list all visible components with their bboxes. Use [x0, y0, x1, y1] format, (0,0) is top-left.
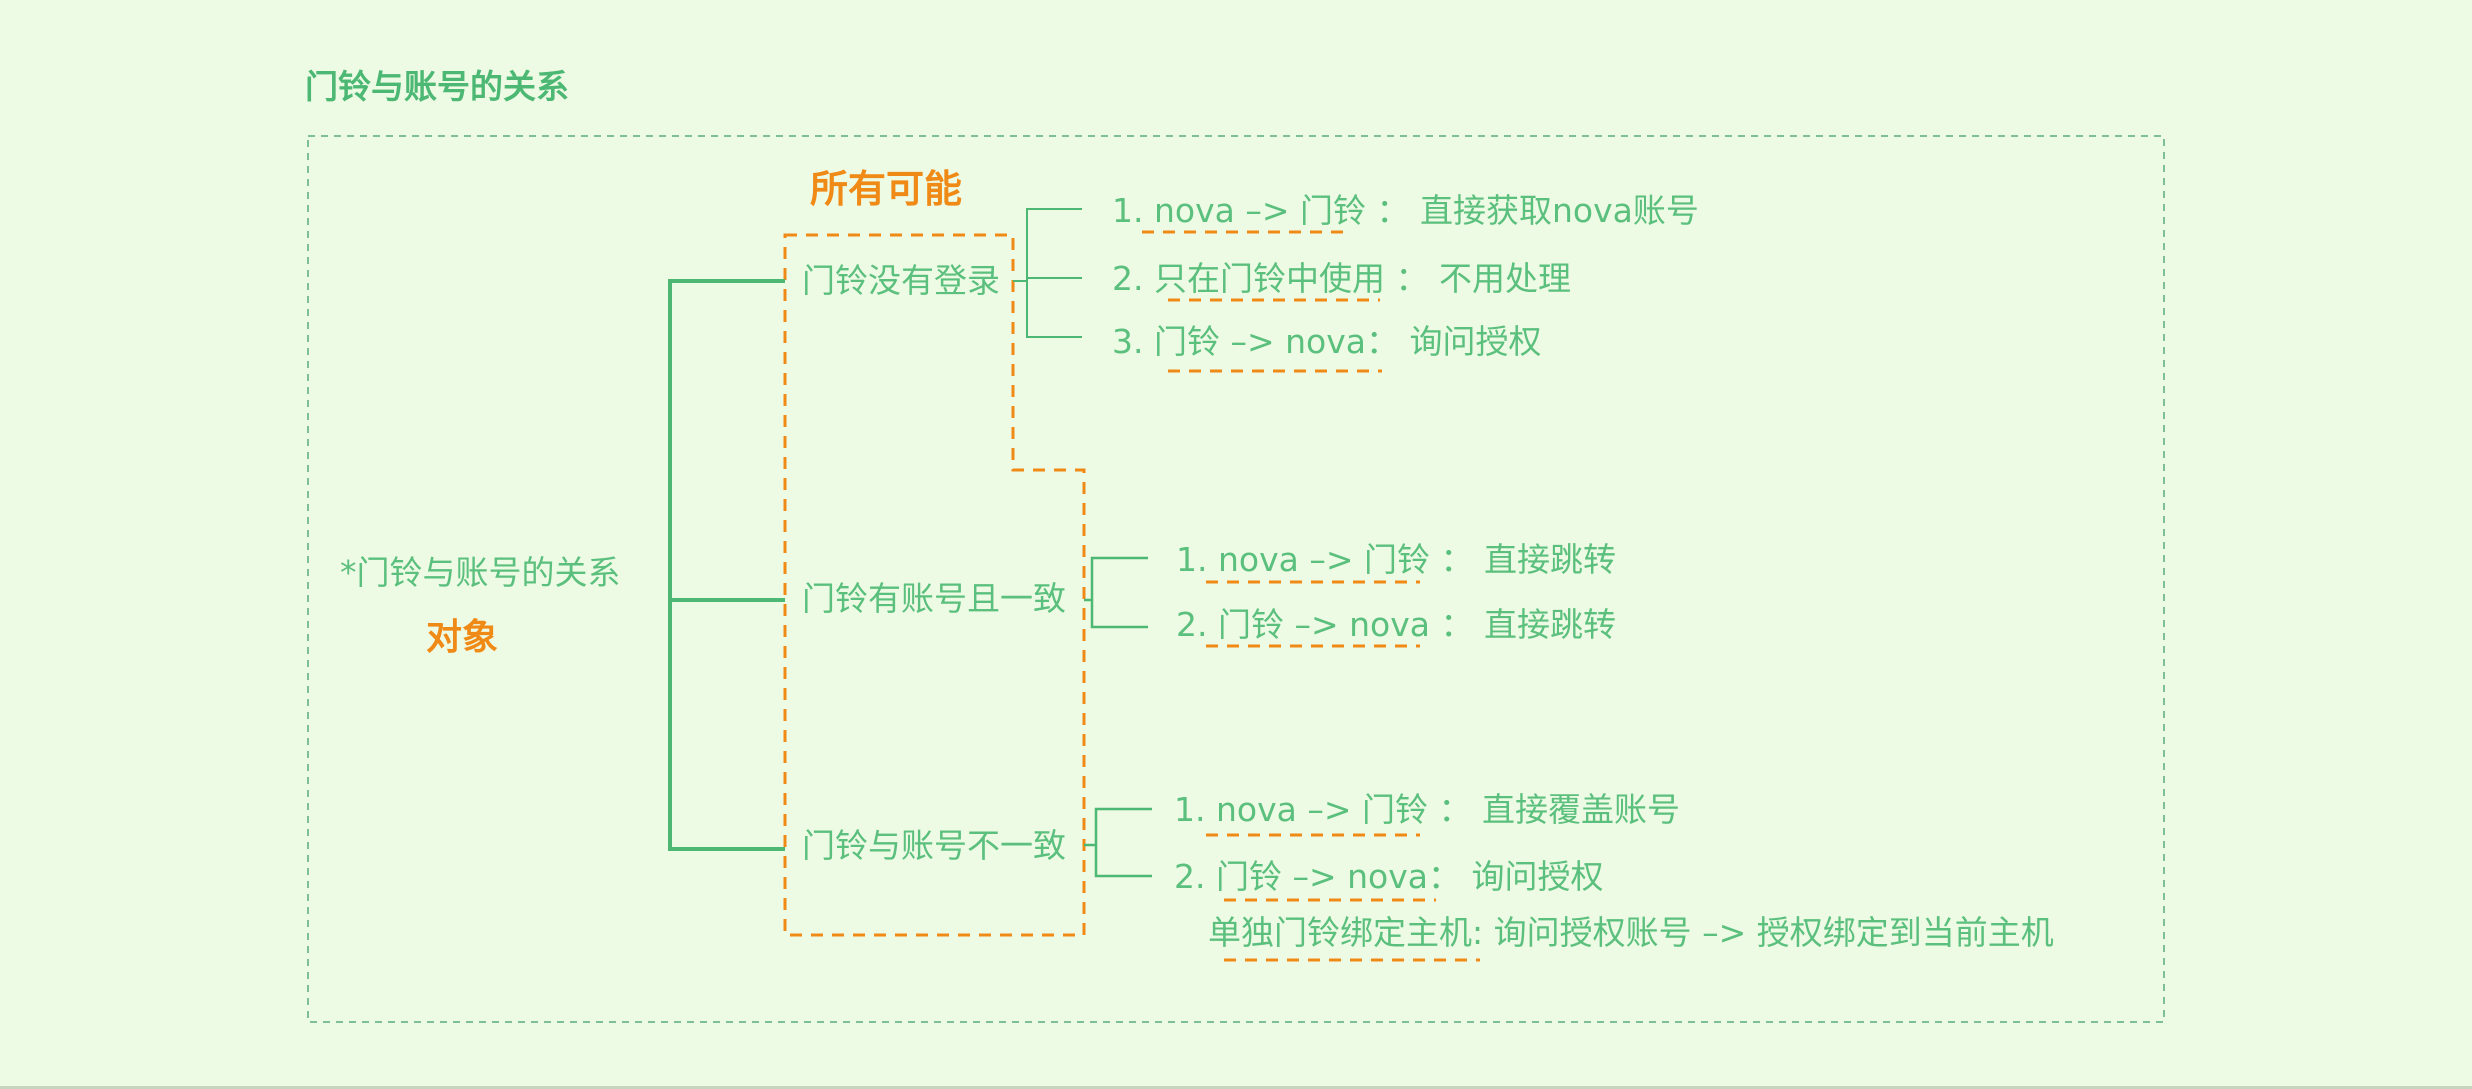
case-flow: 门铃 –> nova ： [1218, 605, 1474, 644]
category-1-bracket [1013, 208, 1082, 338]
case-action: 直接跳转 [1483, 540, 1616, 579]
case-3-1: 1. nova –> 门铃 ： 直接覆盖账号 [1174, 793, 1680, 826]
case-action: 直接获取nova账号 [1419, 191, 1699, 230]
case-2-2: 2. 门铃 –> nova ： 直接跳转 [1176, 608, 1616, 641]
case-action: 直接跳转 [1483, 605, 1616, 644]
possibilities-label: 所有可能 [810, 167, 963, 211]
category-same-account: 门铃有账号且一致 [802, 579, 1066, 618]
case-flow: nova –> 门铃 ： [1216, 790, 1472, 829]
category-not-logged-in: 门铃没有登录 [802, 261, 1000, 300]
case-number: 2. [1112, 259, 1144, 298]
category-2-bracket [1084, 556, 1148, 629]
case-number: 1. [1176, 540, 1208, 579]
case-3-note: 单独门铃绑定主机: 询问授权账号 –> 授权绑定到当前主机 [1208, 913, 2054, 952]
case-action: 询问授权 [1409, 322, 1542, 361]
case-flow: nova –> 门铃 ： [1218, 540, 1474, 579]
diagram-title: 门铃与账号的关系 [305, 67, 569, 106]
case-number: 2. [1176, 605, 1208, 644]
root-node-tag: 对象 [426, 617, 499, 658]
bottom-border [0, 1086, 2472, 1089]
possibilities-outline [783, 233, 1086, 937]
case-action: 询问授权 [1471, 857, 1604, 896]
case-number: 2. [1174, 857, 1206, 896]
root-node-label: *门铃与账号的关系 [340, 553, 621, 592]
case-flow: 门铃 –> nova： [1154, 322, 1399, 361]
category-different-account: 门铃与账号不一致 [802, 826, 1066, 865]
case-1-2: 2. 只在门铃中使用 ： 不用处理 [1112, 262, 1571, 295]
case-flow: nova –> 门铃 ： [1154, 191, 1410, 230]
case-flow: 门铃 –> nova： [1216, 857, 1461, 896]
case-2-1: 1. nova –> 门铃 ： 直接跳转 [1176, 543, 1616, 576]
case-3-2: 2. 门铃 –> nova： 询问授权 [1174, 860, 1604, 893]
case-action: 不用处理 [1439, 259, 1571, 298]
outer-frame [307, 135, 2165, 1023]
case-number: 1. [1112, 191, 1144, 230]
case-number: 3. [1112, 322, 1144, 361]
category-3-bracket [1084, 807, 1152, 878]
case-action: 直接覆盖账号 [1481, 790, 1680, 829]
case-1-1: 1. nova –> 门铃 ： 直接获取nova账号 [1112, 194, 1699, 227]
case-1-3: 3. 门铃 –> nova： 询问授权 [1112, 325, 1542, 358]
case-flow: 只在门铃中使用 ： [1154, 259, 1429, 298]
root-bracket [668, 279, 785, 851]
case-number: 1. [1174, 790, 1206, 829]
